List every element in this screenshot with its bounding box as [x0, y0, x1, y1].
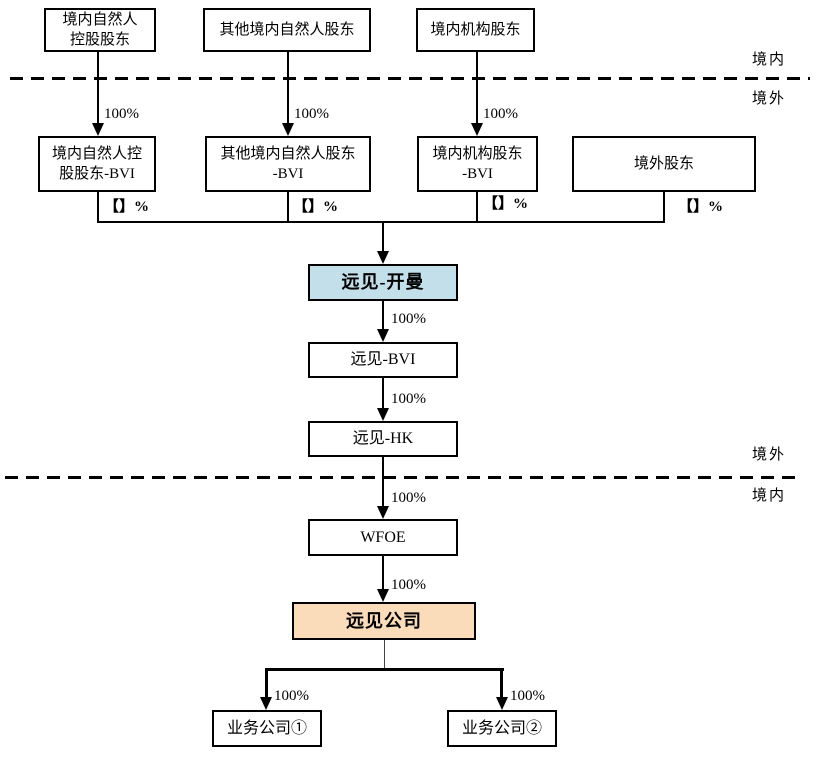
node-domestic-institutional-shareholders: 境内机构股东 [416, 8, 535, 52]
connector-company-branch [384, 640, 385, 669]
boundary-label-onshore-bottom: 境内 [752, 488, 787, 504]
node-label: WFOE [360, 528, 406, 546]
connector-gather-line [97, 221, 665, 223]
ownership-label-col1: 100% [104, 106, 139, 122]
node-label: 境内自然人 控股股东 [62, 11, 138, 48]
connector-bvi-hk [382, 378, 384, 408]
branch-horizontal-line [265, 668, 504, 671]
node-label: 远见公司 [346, 610, 422, 631]
boundary-dashed-line-bottom [5, 476, 798, 479]
ownership-label-business-2: 100% [510, 688, 545, 704]
stub-col2 [287, 192, 289, 223]
node-label: 境内机构股东 -BVI [432, 145, 523, 182]
node-label: 远见-开曼 [341, 272, 425, 293]
node-domestic-natural-controlling-shareholder: 境内自然人 控股股东 [44, 8, 156, 52]
node-label: 境外股东 [633, 155, 694, 172]
arrowhead-col3 [471, 123, 483, 136]
node-other-domestic-natural-shareholders-bvi: 其他境内自然人股东 -BVI [205, 136, 371, 192]
node-label: 其他境内自然人股东 -BVI [220, 145, 356, 182]
stub-col4 [663, 192, 665, 223]
connector-wfoe-company [382, 556, 384, 590]
connector-branch-left [265, 668, 268, 698]
ownership-label-bvi-hk: 100% [391, 391, 426, 407]
node-domestic-natural-controlling-shareholder-bvi: 境内自然人控 股股东-BVI [38, 136, 156, 192]
arrowhead-wfoe [377, 506, 389, 519]
connector-col1 [97, 52, 99, 124]
node-label: 其他境内自然人股东 [219, 21, 355, 38]
boundary-label-offshore-top: 境外 [752, 91, 787, 107]
connector-col3 [476, 52, 478, 124]
boundary-label-onshore-top: 境内 [752, 52, 787, 68]
ownership-bracket-label-col1: 【】% [104, 199, 150, 215]
ownership-label-cayman-bvi: 100% [391, 311, 426, 327]
arrowhead-cayman [377, 251, 389, 264]
node-yuanjian-cayman: 远见-开曼 [308, 264, 458, 301]
boundary-dashed-line-top [10, 77, 810, 80]
arrowhead-col2 [282, 123, 294, 136]
ownership-bracket-label-col3: 【】% [483, 196, 529, 212]
ownership-label-col3: 100% [483, 106, 518, 122]
ownership-label-wfoe-company: 100% [391, 577, 426, 593]
arrowhead-col1 [92, 123, 104, 136]
node-label: 远见-HK [352, 430, 414, 448]
node-business-company-1: 业务公司① [212, 710, 322, 747]
arrowhead-business-company-2 [496, 697, 508, 710]
connector-col2 [287, 52, 289, 124]
node-label: 境内机构股东 [430, 21, 521, 38]
node-label: 业务公司② [461, 719, 542, 737]
ownership-label-hk-wfoe: 100% [391, 490, 426, 506]
node-label: 业务公司① [226, 719, 307, 737]
ownership-bracket-label-col4: 【】% [678, 199, 724, 215]
arrowhead-yuanjian-bvi [377, 329, 389, 342]
node-label: 远见-BVI [350, 351, 416, 369]
arrowhead-business-company-1 [260, 697, 272, 710]
node-yuanjian-bvi: 远见-BVI [308, 342, 458, 378]
node-label: 境内自然人控 股股东-BVI [51, 145, 142, 182]
node-overseas-shareholders: 境外股东 [572, 136, 756, 192]
node-domestic-institutional-shareholders-bvi: 境内机构股东 -BVI [417, 136, 538, 192]
stub-col1 [97, 192, 99, 223]
node-yuanjian-company: 远见公司 [292, 602, 476, 640]
connector-to-cayman [382, 221, 384, 252]
node-business-company-2: 业务公司② [447, 710, 557, 747]
node-other-domestic-natural-shareholders: 其他境内自然人股东 [203, 8, 371, 52]
connector-branch-right [500, 668, 503, 698]
ownership-label-col2: 100% [294, 106, 329, 122]
connector-cayman-bvi [382, 301, 384, 329]
node-yuanjian-hk: 远见-HK [308, 421, 458, 457]
ownership-bracket-label-col2: 【】% [293, 199, 339, 215]
stub-col3 [476, 192, 478, 223]
ownership-label-business-1: 100% [274, 688, 309, 704]
boundary-label-offshore-bottom: 境外 [752, 447, 787, 463]
node-wfoe: WFOE [308, 519, 458, 556]
arrowhead-yuanjian-hk [377, 408, 389, 421]
connector-hk-wfoe [382, 457, 384, 507]
arrowhead-yuanjian-company [377, 589, 389, 602]
